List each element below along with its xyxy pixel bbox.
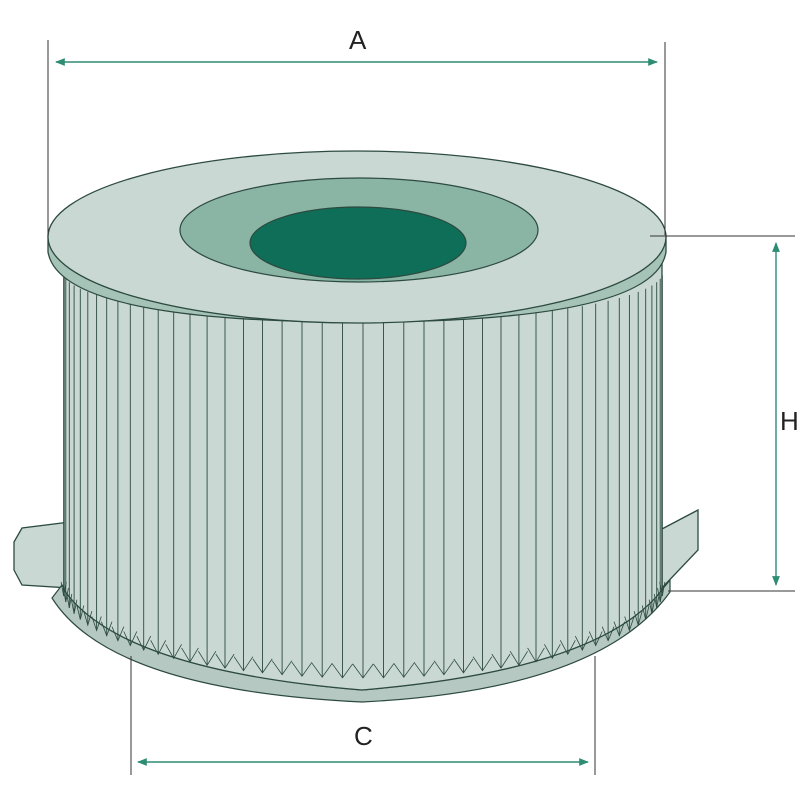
pleat-notch	[559, 640, 576, 656]
top-end-cap	[47, 150, 667, 324]
center-hole	[249, 206, 467, 280]
pleat-notch	[601, 626, 615, 642]
pleat-notch	[101, 621, 113, 637]
pleat-notch	[491, 653, 511, 669]
pleat-notch	[331, 663, 354, 679]
dimension-a	[47, 40, 666, 235]
pleat-notch	[91, 616, 102, 632]
pleat-notch	[453, 658, 474, 674]
dimension-h	[650, 235, 795, 592]
pleat-notch	[150, 640, 167, 656]
pleat-notch	[83, 610, 93, 627]
pleat-notch	[509, 650, 528, 666]
dimension-label-h: H	[780, 406, 799, 436]
pleat-notch	[653, 593, 660, 608]
pleat-notch	[233, 656, 254, 672]
pleat-notch	[372, 663, 395, 679]
pleat-notch	[433, 660, 455, 676]
pleat-notch	[413, 661, 435, 677]
pleat-notch	[659, 581, 666, 597]
dimension-label-c: C	[354, 721, 373, 751]
pleat-notch	[136, 635, 152, 651]
bottom-flange	[13, 508, 699, 703]
pleat-notch	[393, 662, 415, 678]
pleat-notch	[215, 653, 235, 669]
dimension-label-a: A	[349, 25, 367, 55]
pleat-notch	[544, 644, 561, 660]
pleat-notch	[252, 658, 273, 674]
pleat-notch	[613, 621, 625, 637]
pleat-notch	[66, 593, 73, 608]
pleat-lines	[60, 275, 666, 679]
pleat-notch	[633, 610, 643, 627]
dimension-c	[130, 656, 596, 775]
pleat-notch	[311, 662, 333, 678]
pleat-notch	[574, 635, 590, 651]
pleat-notch	[648, 599, 655, 614]
pleat-notch	[165, 644, 182, 660]
pleat-notch	[111, 626, 125, 642]
pleat-notch	[291, 661, 313, 677]
pleated-body	[60, 261, 666, 691]
pleat-notch	[71, 599, 78, 614]
pleat-notch	[123, 631, 138, 647]
pleat-notch	[271, 660, 293, 676]
pleat-notch	[472, 656, 493, 672]
pleat-notch	[198, 650, 217, 666]
pleat-notch	[624, 616, 635, 632]
pleat-notch	[527, 647, 545, 663]
pleat-notch	[588, 631, 603, 647]
pleat-notch	[76, 605, 85, 620]
pleat-notch	[181, 647, 199, 663]
pleat-notch	[62, 587, 69, 603]
pleat-notch	[641, 605, 650, 620]
pleat-notch	[352, 663, 374, 679]
